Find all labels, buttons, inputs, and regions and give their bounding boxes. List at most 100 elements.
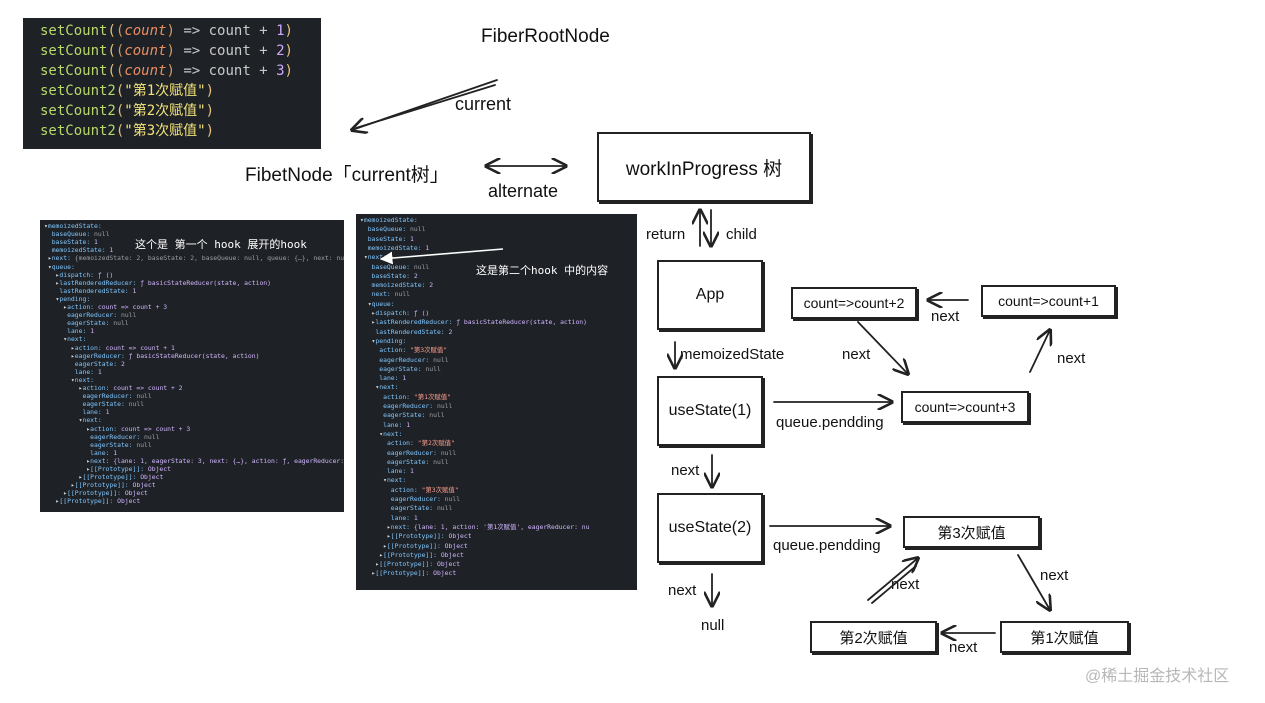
devtools-line[interactable]: baseState: 1 [51, 238, 98, 247]
alternate-label: alternate [488, 181, 559, 201]
devtools-line[interactable]: baseQueue: null [371, 262, 430, 271]
devtools-line[interactable]: eagerReducer: null [82, 392, 152, 401]
devtools-line[interactable]: eagerState: null [82, 400, 145, 409]
devtools-line[interactable]: baseState: 2 [371, 271, 418, 280]
code-paren: ) [284, 63, 293, 79]
devtools-line[interactable]: lane: 1 [82, 408, 110, 417]
devtools-line[interactable]: ▾memoizedState: [360, 216, 418, 224]
code-paren: ( [115, 83, 125, 99]
devtools-line[interactable]: action: "第1次赋值" [383, 392, 451, 401]
devtools-line[interactable]: eagerState: null [379, 364, 441, 373]
devtools-line[interactable]: next: null [371, 290, 411, 299]
devtools-line[interactable]: ▸[[Prototype]]: Object [360, 560, 461, 569]
devtools-line[interactable]: eagerState: null [386, 457, 449, 466]
memoized-state-label: memoizedState [680, 346, 785, 363]
devtools-line[interactable]: ▾next: [44, 335, 87, 344]
devtools-line[interactable]: ▸action: count => count + 2 [44, 384, 183, 392]
assign-2-box: 第2次赋值 [810, 621, 937, 653]
code-line: setCount((count) => count + 3) [40, 61, 321, 81]
devtools-line[interactable]: ▸[[Prototype]]: Object [44, 465, 171, 473]
devtools-line[interactable]: ▾pending: [360, 336, 407, 345]
devtools-line[interactable]: eagerReducer: null [390, 495, 461, 503]
next-label-c: next [1057, 350, 1086, 367]
devtools-line[interactable]: ▸[[Prototype]]: Object [360, 550, 464, 559]
devtools-line[interactable]: ▸next: {memoizedState: 2, baseState: 2, … [44, 254, 344, 263]
devtools-line[interactable]: lane: 1 [379, 374, 407, 383]
assign-1-box: 第1次赋值 [1000, 621, 1129, 653]
assign-2-label: 第2次赋值 [839, 629, 908, 647]
code-paren: ( [115, 63, 125, 79]
update-count-plus-2-label: count=>count+2 [803, 295, 905, 311]
devtools-line[interactable]: eagerState: null [90, 440, 152, 449]
devtools-line[interactable]: memoizedState: 1 [51, 246, 114, 255]
devtools-line[interactable]: lastRenderedState: 1 [59, 286, 137, 295]
devtools-line[interactable]: ▸[[Prototype]]: Object [360, 532, 472, 541]
devtools-line[interactable]: action: "第2次赋值" [386, 439, 455, 448]
devtools-line[interactable]: baseQueue: null [51, 230, 110, 239]
update-count-plus-3-box: count=>count+3 [901, 391, 1029, 423]
devtools-line[interactable]: lane: 1 [67, 327, 95, 336]
second-hook-annotation: 这是第二个hook 中的内容 [476, 264, 609, 277]
devtools-line[interactable]: lane: 1 [90, 448, 118, 457]
devtools-line[interactable]: eagerReducer: null [386, 448, 457, 457]
code-body: => count + [174, 63, 277, 79]
assign-1-label: 第1次赋值 [1030, 629, 1099, 647]
devtools-line[interactable]: ▾queue: [360, 299, 395, 308]
devtools-line[interactable]: lane: 1 [74, 367, 102, 376]
devtools-line[interactable]: eagerState: null [390, 504, 453, 513]
devtools-line[interactable]: ▾next: [44, 416, 102, 425]
devtools-line[interactable]: eagerReducer: null [379, 355, 449, 364]
devtools-line[interactable]: lane: 1 [383, 420, 411, 429]
devtools-line[interactable]: ▸[[Prototype]]: Object [44, 489, 148, 498]
devtools-line[interactable]: ▸lastRenderedReducer: ƒ basicStateReduce… [44, 278, 272, 287]
arrow-c2-to-c3 [857, 321, 908, 374]
devtools-line[interactable]: ▾pending: [44, 294, 91, 303]
devtools-line[interactable]: ▾next: [360, 429, 403, 438]
code-number: 1 [276, 23, 285, 39]
devtools-line[interactable]: ▸next: {lane: 1, eagerState: 3, next: {…… [44, 456, 344, 465]
devtools-line[interactable]: ▸[[Prototype]]: Object [44, 473, 164, 482]
devtools-line[interactable]: ▾queue: [44, 262, 75, 271]
devtools-line[interactable]: action: "第3次赋值" [390, 485, 459, 494]
devtools-line[interactable]: lane: 1 [390, 513, 418, 522]
devtools-line[interactable]: ▾memoizedState: [44, 222, 102, 230]
next-end-label: next [668, 582, 697, 599]
devtools-line[interactable]: ▸next: {lane: 1, action: '第1次赋值', eagerR… [360, 522, 590, 531]
code-line: setCount((count) => count + 1) [40, 21, 321, 41]
devtools-line[interactable]: ▸eagerReducer: ƒ basicStateReducer(state… [44, 351, 260, 360]
code-paren: ) [166, 43, 175, 59]
devtools-line[interactable]: ▸dispatch: ƒ () [360, 309, 430, 317]
devtools-line[interactable]: baseState: 1 [367, 234, 414, 243]
devtools-line[interactable]: ▸action: count => count + 1 [44, 343, 175, 352]
devtools-line[interactable]: ▸dispatch: ƒ () [44, 270, 114, 279]
devtools-line[interactable]: ▾next: [360, 476, 407, 485]
devtools-line[interactable]: ▸action: count => count + 3 [44, 424, 191, 433]
devtools-line[interactable]: lane: 1 [386, 467, 414, 476]
devtools-line[interactable]: ▸[[Prototype]]: Object [44, 481, 156, 490]
devtools-line[interactable]: baseQueue: null [367, 225, 426, 234]
devtools-line[interactable]: ▾next: [44, 375, 95, 384]
code-fn: setCount [40, 43, 108, 59]
devtools-line[interactable]: ▸action: count => count + 3 [44, 303, 168, 311]
devtools-line[interactable]: lastRenderedState: 2 [375, 327, 453, 336]
child-label: child [726, 226, 757, 243]
devtools-line[interactable]: eagerState: null [383, 411, 445, 420]
code-arg: count [124, 43, 167, 59]
next-label-b: next [842, 346, 871, 363]
devtools-line[interactable]: ▸[[Prototype]]: Object [360, 569, 457, 578]
devtools-line[interactable]: ▾next: [360, 383, 399, 392]
devtools-line[interactable]: action: "第3次赋值" [379, 346, 448, 355]
code-body: => count + [174, 23, 277, 39]
devtools-line[interactable]: memoizedState: 1 [367, 243, 430, 252]
devtools-line[interactable]: eagerState: 2 [74, 359, 125, 368]
devtools-line[interactable]: ▾next: [360, 253, 387, 262]
devtools-line[interactable]: ▸[[Prototype]]: Object [360, 541, 468, 550]
devtools-line[interactable]: eagerReducer: null [67, 311, 137, 320]
devtools-line[interactable]: ▸[[Prototype]]: Object [44, 497, 141, 506]
devtools-line[interactable]: eagerReducer: null [90, 432, 160, 441]
devtools-line[interactable]: eagerReducer: null [383, 402, 453, 410]
assign-3-label: 第3次赋值 [937, 524, 1006, 542]
devtools-line[interactable]: ▸lastRenderedReducer: ƒ basicStateReduce… [360, 318, 588, 327]
devtools-line[interactable]: memoizedState: 2 [371, 281, 434, 290]
devtools-line[interactable]: eagerState: null [67, 319, 129, 328]
